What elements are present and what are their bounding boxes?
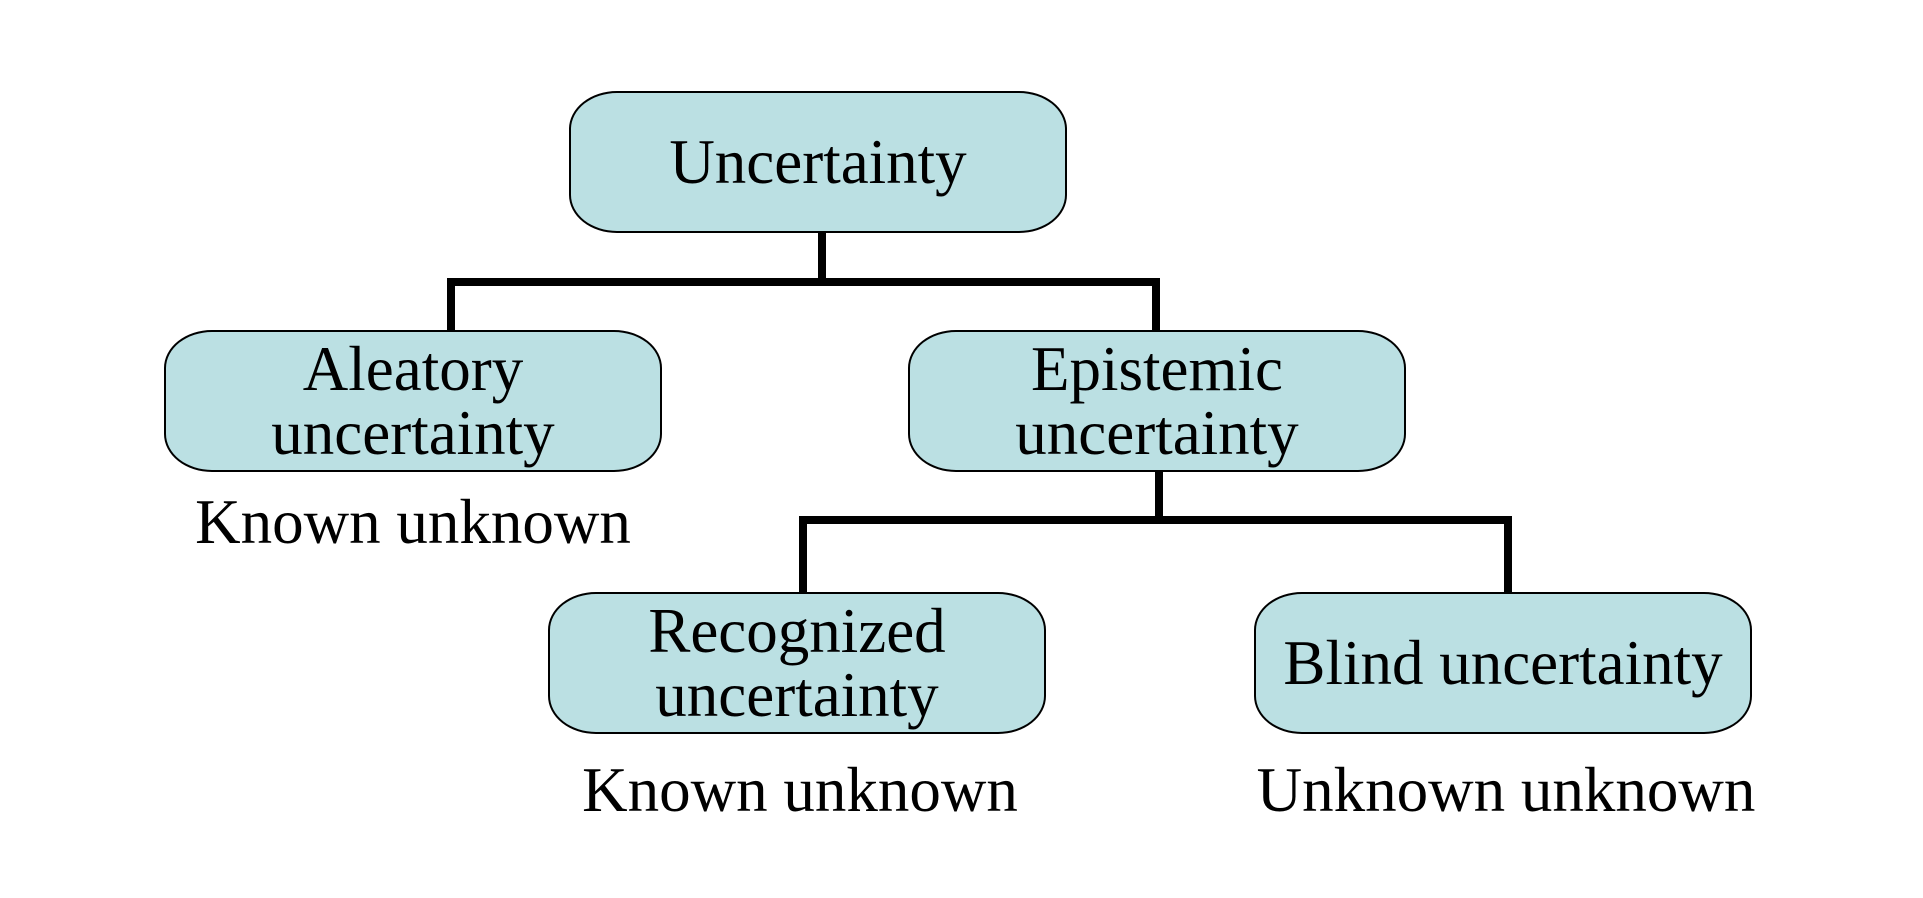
- aleatory-sublabel: Known unknown: [195, 487, 631, 557]
- recognized-sublabel: Known unknown: [582, 755, 1018, 825]
- node-aleatory-uncertainty: Aleatory uncertainty: [164, 330, 662, 472]
- node-uncertainty: Uncertainty: [569, 91, 1067, 233]
- node-blind-uncertainty: Blind uncertainty: [1254, 592, 1752, 734]
- node-epistemic-label: Epistemic uncertainty: [1015, 334, 1299, 468]
- node-recognized-uncertainty: Recognized uncertainty: [548, 592, 1046, 734]
- node-aleatory-label: Aleatory uncertainty: [271, 334, 555, 468]
- node-epistemic-uncertainty: Epistemic uncertainty: [908, 330, 1406, 472]
- blind-sublabel: Unknown unknown: [1256, 755, 1756, 825]
- node-uncertainty-label: Uncertainty: [669, 127, 967, 197]
- node-blind-label: Blind uncertainty: [1283, 628, 1723, 698]
- node-recognized-label: Recognized uncertainty: [648, 596, 946, 730]
